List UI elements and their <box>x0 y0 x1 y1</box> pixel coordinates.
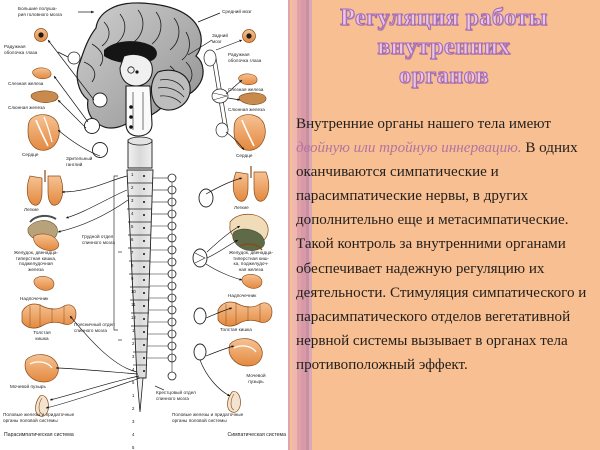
spinal-root-dot <box>143 188 146 191</box>
spinal-segment-number: 12 <box>131 315 136 320</box>
spinal-root-dot <box>143 214 146 217</box>
right-organ-illustrations <box>217 29 273 413</box>
spinal-root-dot <box>143 292 146 295</box>
slide-title-line-1: внутренних <box>377 33 511 60</box>
body-suffix: В одних оканчиваются симпатические и пар… <box>296 140 587 373</box>
spinal-segment-number: 11 <box>131 302 136 307</box>
sympathetic-chain <box>147 173 214 381</box>
spinal-root-dot <box>143 370 146 373</box>
label-right-stomach-duodenum-pancreas: Желудок, двенадца-типерстная киш-ка, под… <box>228 250 274 272</box>
spinal-segment-number: 3 <box>132 419 135 424</box>
spinal-root-dot <box>143 175 146 178</box>
brain-illustration <box>76 2 204 137</box>
body-highlight: двойную или тройную иннервацию. <box>296 140 522 157</box>
body-prefix: Внутренние органы нашего тела имеют <box>296 116 551 132</box>
spinal-segment-number: 6 <box>131 237 134 242</box>
left-organ-illustrations <box>21 28 77 417</box>
spinal-segment-number: 1 <box>131 172 134 177</box>
spinal-segment-number: 5 <box>132 380 135 385</box>
panel-edge-line <box>288 0 290 450</box>
label-cerebral-hemispheres: Большие полуша-рия головного мозга <box>18 6 62 17</box>
label-left-adrenal-gland: Надпочечник <box>20 296 49 301</box>
spinal-segment-number: 10 <box>131 289 136 294</box>
spinal-cord-column <box>126 136 154 413</box>
spinal-root-dot <box>143 240 146 243</box>
slide-body-text: Внутренние органы нашего тела имеют двой… <box>296 112 592 377</box>
spinal-segment-number: 2 <box>132 406 135 411</box>
spinal-segment-number: 3 <box>132 354 135 359</box>
stripe-3 <box>306 0 309 450</box>
right-cranial-column <box>203 49 229 138</box>
nerve-pathways-right <box>199 39 245 397</box>
label-right-adrenal-gland: Надпочечник <box>228 293 257 298</box>
spinal-segment-number: 5 <box>131 224 134 229</box>
label-left-stomach-duodenum-pancreas: Желудок, двенадца-типерстная кишка,подже… <box>13 250 59 272</box>
parasympathetic-ganglia <box>67 51 108 158</box>
spinal-segment-number: 1 <box>132 393 135 398</box>
label-right-heart: Сердце <box>236 153 253 158</box>
spinal-segment-number: 4 <box>132 432 135 437</box>
cord-segments-graphics <box>127 182 153 366</box>
spinal-root-dot <box>143 253 146 256</box>
label-left-bladder: Мочевой пузырь <box>10 384 46 389</box>
label-left-lacrimal-gland: Слезная железа <box>8 81 44 86</box>
label-left-salivary-gland: Слюнная железа <box>8 105 45 110</box>
slide-title-line-0: Регуляция работы <box>340 4 548 31</box>
label-midbrain: Средний мозг <box>222 9 252 14</box>
region-brackets <box>113 175 165 391</box>
spinal-root-dot <box>143 318 146 321</box>
caption-parasympathetic-system: Парасимпатическая система <box>4 432 74 438</box>
spinal-root-dot <box>143 344 146 347</box>
spinal-segment-number: 8 <box>131 263 134 268</box>
label-left-lungs: Легкие <box>24 207 39 212</box>
spinal-segment-number: 2 <box>131 185 134 190</box>
label-right-large-intestine: Толстая кишка <box>220 327 252 332</box>
caption-sympathetic-system: Симпатическая система <box>227 432 286 438</box>
spinal-segment-number: 4 <box>132 367 135 372</box>
spinal-segment-number: 3 <box>131 198 134 203</box>
spinal-root-dot <box>143 279 146 282</box>
stripe-1 <box>297 0 301 450</box>
label-right-salivary-gland: Слюнная железа <box>228 107 265 112</box>
label-right-lungs: Легкие <box>234 205 249 210</box>
spinal-segment-number: 4 <box>131 211 134 216</box>
spinal-root-dot <box>143 305 146 308</box>
label-left-heart: Сердце <box>22 152 39 157</box>
autonomic-nervous-system-diagram: Большие полуша-рия головного мозга Средн… <box>0 0 288 450</box>
spinal-root-dot <box>143 266 146 269</box>
spinal-segment-number: 1 <box>132 328 135 333</box>
label-right-lacrimal-gland: Слезная железа <box>228 87 264 92</box>
diagram-graphics <box>21 2 273 417</box>
spinal-root-dot <box>143 357 146 360</box>
slide-title-line-2: органов <box>398 62 489 89</box>
spinal-segment-number: 2 <box>132 341 135 346</box>
nerve-pathways-left <box>45 39 141 409</box>
spinal-root-dot <box>143 331 146 334</box>
spinal-segment-number: 5 <box>132 445 135 450</box>
stripe-0 <box>292 0 297 450</box>
stripe-2 <box>301 0 306 450</box>
spinal-segment-number: 9 <box>131 276 134 281</box>
spinal-segment-number: 7 <box>131 250 134 255</box>
spinal-root-dot <box>143 227 146 230</box>
spinal-root-dot <box>143 201 146 204</box>
stripe-4 <box>309 0 312 450</box>
